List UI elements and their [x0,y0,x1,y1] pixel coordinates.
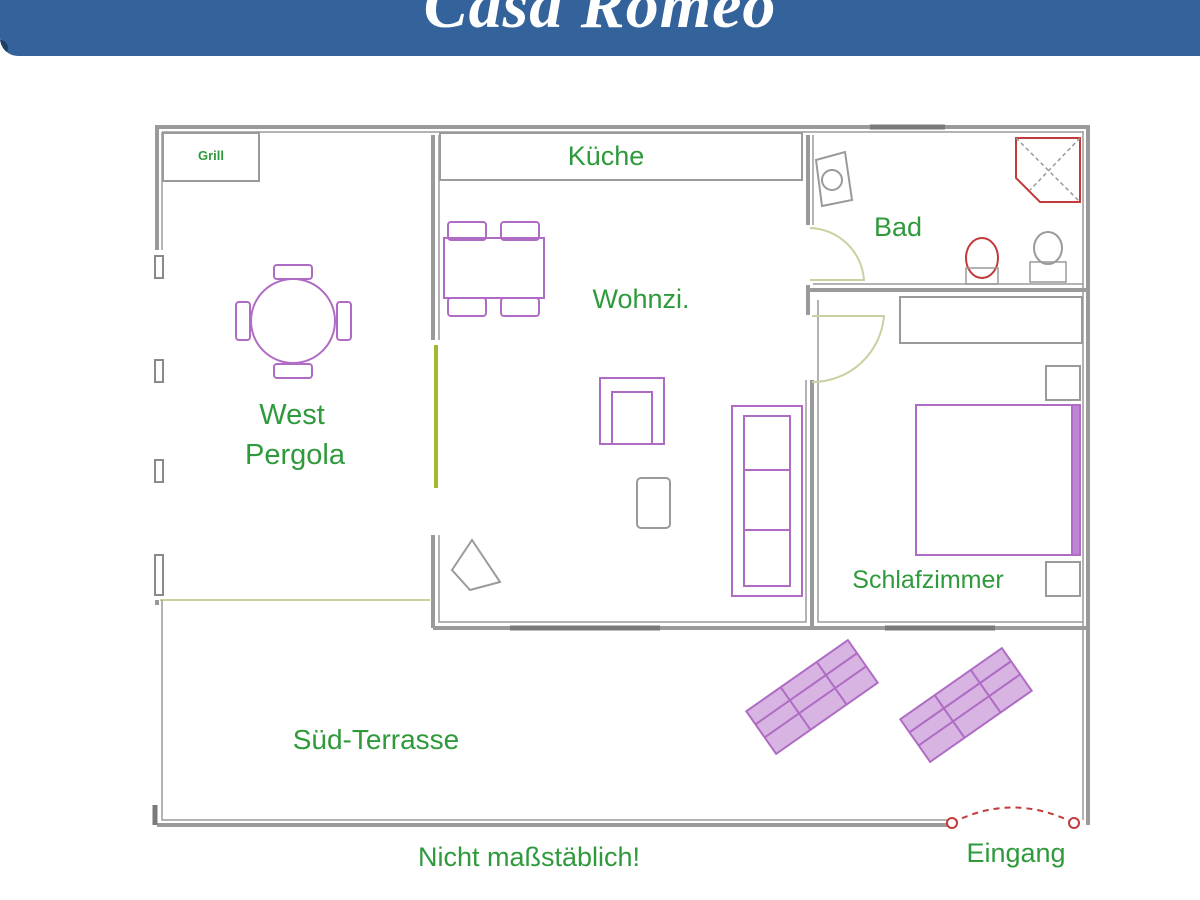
title-banner: Casa Romeo [0,0,1200,56]
bathroom-fixtures [814,137,1081,285]
corner-cabinet [450,538,502,592]
bedroom-door [811,315,886,384]
chair-right [336,301,352,341]
side-table [636,477,671,529]
toilet [965,237,999,279]
double-bed [915,404,1077,556]
dining-chair-4 [500,297,540,317]
label-wohnzimmer: Wohnzi. [592,284,689,314]
bidet-base [1029,261,1067,283]
bidet [1033,231,1063,265]
shower-lines [1015,137,1081,203]
label-schlafzimmer: Schlafzimmer [852,566,1003,594]
chair-left [235,301,251,341]
sun-lounger-2 [898,646,1034,764]
chair-top [273,264,313,280]
shower [1015,137,1081,203]
sofa-cushions [744,469,790,531]
kitchen-counter [439,132,803,181]
bed-headboard [1071,404,1081,556]
sink-basin [821,169,843,191]
page-title: Casa Romeo [423,0,777,42]
entrance-gate [946,806,1080,829]
dining-chair-3 [447,297,487,317]
nightstand-bottom [1045,561,1081,597]
label-pergola-line1: West [259,399,325,431]
furniture [235,221,1081,597]
armchair-seat [611,391,653,445]
label-terrasse: Süd-Terrasse [293,724,460,755]
sun-loungers [744,638,1034,764]
nightstand-top [1045,365,1081,401]
label-bad: Bad [874,212,922,242]
grill-area [162,132,260,182]
sink [814,150,854,208]
chair-bottom [273,363,313,379]
wardrobe [899,296,1083,344]
round-table [250,278,336,364]
label-grill: Grill [198,148,224,163]
toilet-tank [965,267,999,285]
doors [809,227,886,384]
armchair [599,377,665,445]
scale-note: Nicht maßstäblich! [418,842,640,872]
sun-lounger-1 [744,638,880,756]
wall-inner-lines [161,131,1084,821]
windows [152,124,995,825]
banner-corner-shape [0,40,8,56]
label-pergola-line2: Pergola [245,439,346,471]
grey-furniture [450,296,1083,597]
bath-door [809,227,866,281]
entrance-label: Eingang [966,838,1065,868]
dining-chair-2 [500,221,540,241]
sofa [731,405,803,597]
dining-chair-1 [447,221,487,241]
label-kueche: Küche [568,141,645,171]
dining-table [443,237,545,299]
sofa-seat [743,415,791,587]
